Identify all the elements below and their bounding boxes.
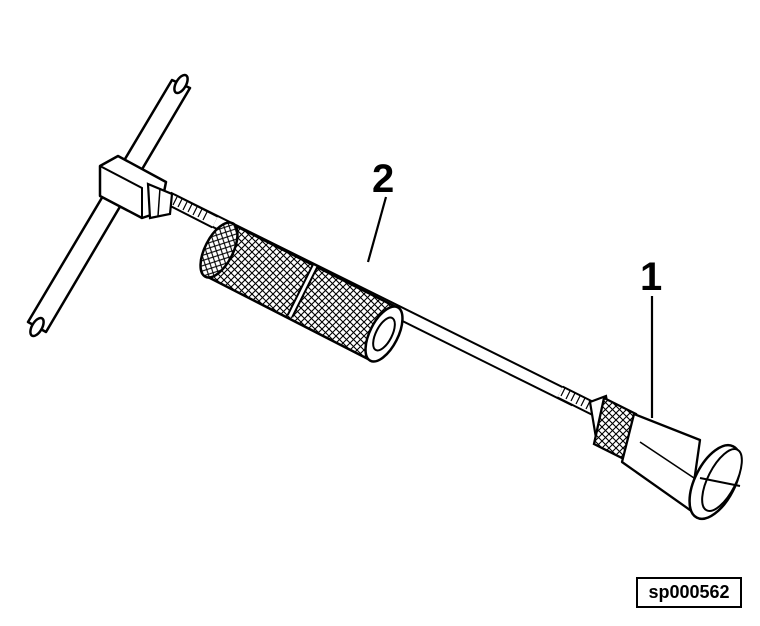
collet-attachment [588, 394, 743, 521]
callout-label-2: 2 [372, 157, 394, 201]
t-handle-hub [98, 154, 174, 220]
threaded-section-upper [164, 191, 219, 229]
figure-reference-code: sp000562 [636, 577, 742, 608]
slide-weight [199, 221, 404, 363]
callout-label-1: 1 [640, 255, 662, 299]
t-handle-bar [26, 73, 192, 338]
callout-2: 2 [366, 157, 394, 263]
callout-1: 1 [640, 255, 662, 418]
